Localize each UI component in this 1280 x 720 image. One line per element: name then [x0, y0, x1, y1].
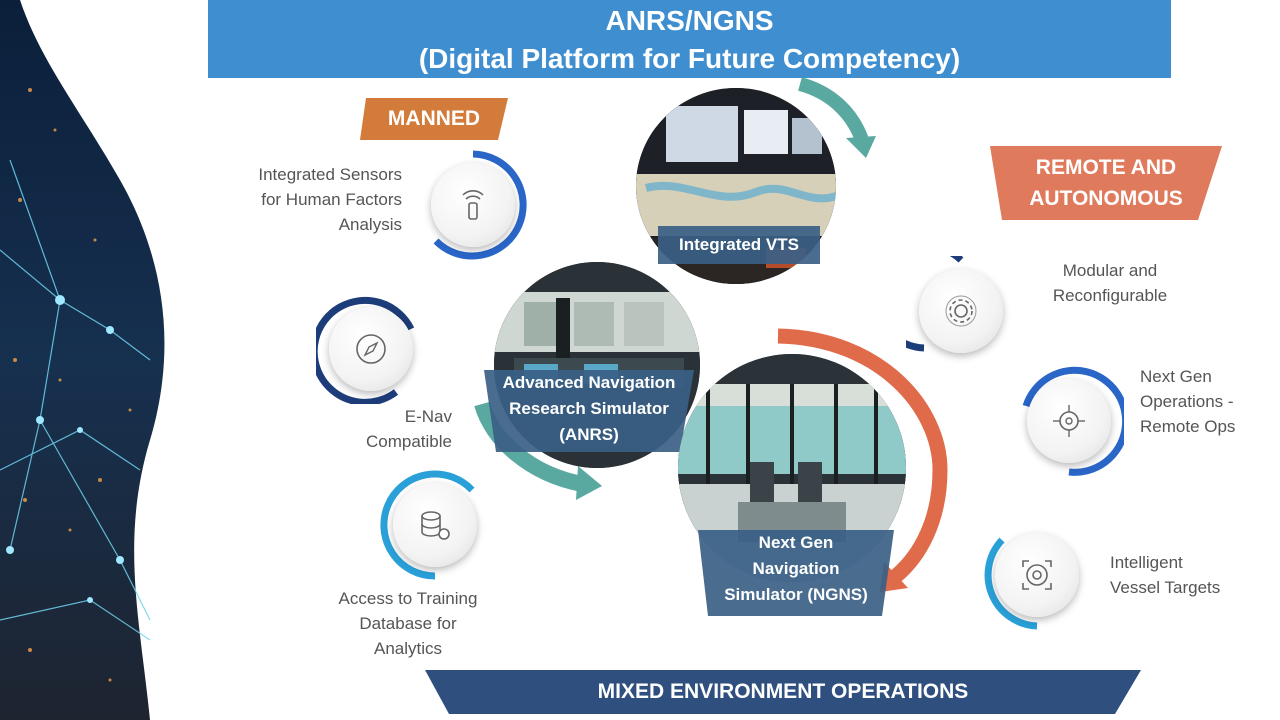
database-gear-icon — [421, 511, 450, 540]
sensor-remote-icon — [462, 190, 484, 220]
feature-text-line: Compatible — [366, 432, 452, 451]
title-banner: ANRS/NGNS (Digital Platform for Future C… — [208, 0, 1171, 78]
feature-modular-text: Modular and Reconfigurable — [1030, 258, 1190, 308]
feature-text-line: Next Gen — [1140, 367, 1212, 386]
vts-label-text: Integrated VTS — [679, 235, 799, 254]
ngns-label-line-3: Simulator (NGNS) — [724, 585, 868, 604]
feature-training-database — [380, 470, 490, 580]
ngns-label-line-2: Navigation — [752, 559, 840, 578]
compass-icon — [356, 334, 386, 364]
gear-modules-icon — [945, 295, 977, 327]
feature-training-database-text: Access to Training Database for Analytic… — [318, 586, 498, 661]
feature-text-line: Analytics — [373, 639, 443, 658]
target-crosshair-icon — [1022, 560, 1052, 590]
remote-network-icon — [1053, 405, 1085, 437]
manned-tag: MANNED — [360, 98, 508, 140]
feature-remote-ops-text: Next Gen Operations - Remote Ops — [1140, 364, 1260, 439]
feature-modular — [906, 256, 1016, 366]
feature-vessel-targets-text: Intelligent Vessel Targets — [1110, 550, 1250, 600]
anrs-label-line-1: Advanced Navigation — [502, 373, 676, 392]
feature-remote-ops — [1014, 366, 1124, 476]
remote-tag-line-2: AUTONOMOUS — [1029, 187, 1183, 210]
manned-tag-label: MANNED — [387, 107, 481, 130]
ngns-label-line-1: Next Gen — [758, 533, 834, 552]
feature-text-line: Vessel Targets — [1110, 578, 1221, 597]
feature-integrated-sensors — [418, 150, 528, 260]
remote-autonomous-tag: REMOTE AND AUTONOMOUS — [990, 146, 1222, 220]
feature-text-line: Modular and — [1062, 261, 1158, 280]
vts-label: Integrated VTS — [658, 226, 820, 264]
anrs-label-line-2: Research Simulator — [509, 399, 669, 418]
feature-text-line: for Human Factors — [261, 190, 402, 209]
feature-text-line: Reconfigurable — [1052, 286, 1168, 305]
mixed-tag-label: MIXED ENVIRONMENT OPERATIONS — [597, 680, 969, 703]
feature-text-line: Integrated Sensors — [258, 165, 402, 184]
feature-text-line: Analysis — [338, 215, 402, 234]
title-line-1: ANRS/NGNS — [605, 5, 774, 36]
feature-vessel-targets — [982, 520, 1092, 630]
anrs-label-line-3: (ANRS) — [559, 425, 619, 444]
feature-text-line: Intelligent — [1110, 553, 1183, 572]
title-line-2: (Digital Platform for Future Competency) — [418, 43, 961, 74]
anrs-label: Advanced Navigation Research Simulator (… — [484, 370, 694, 452]
feature-text-line: Access to Training — [338, 589, 478, 608]
feature-text-line: Database for — [359, 614, 457, 633]
feature-integrated-sensors-text: Integrated Sensors for Human Factors Ana… — [236, 162, 402, 237]
feature-enav-text: E-Nav Compatible — [328, 404, 452, 454]
feature-text-line: Remote Ops — [1140, 417, 1236, 436]
feature-enav — [316, 294, 426, 404]
ngns-label: Next Gen Navigation Simulator (NGNS) — [698, 530, 894, 616]
mixed-environment-tag: MIXED ENVIRONMENT OPERATIONS — [425, 670, 1141, 714]
feature-text-line: Operations - — [1140, 392, 1234, 411]
feature-text-line: E-Nav — [404, 407, 452, 426]
network-background-graphic — [0, 0, 165, 720]
remote-tag-line-1: REMOTE AND — [1035, 156, 1177, 179]
